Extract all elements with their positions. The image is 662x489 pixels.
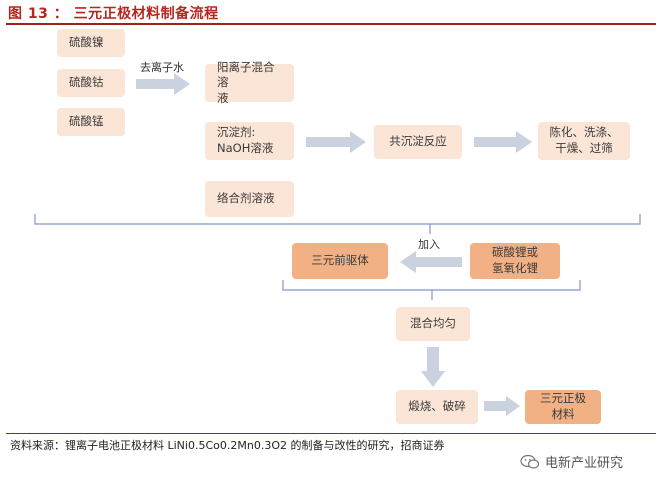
watermark: 电新产业研究 [520,452,623,471]
node-mixing: 混合均匀 [396,307,470,341]
node-precursor: 三元前驱体 [292,243,388,279]
edge-label-add: 加入 [418,238,440,251]
arrow-right-water-icon [136,73,190,95]
arrow-down-icon [421,347,445,387]
node-cationic-solution: 阳离子混合溶 液 [205,60,294,105]
node-complexing-agent: 络合剂溶液 [205,181,294,217]
top-rule [6,23,656,25]
node-aging-washing: 陈化、洗涤、 干燥、过筛 [538,122,630,160]
arrow-left-add-icon [400,251,462,273]
node-nickel-sulfate: 硫酸镍 [57,29,125,57]
arrow-right-coprecipitation-icon [306,131,366,153]
lower-bracket [282,280,581,291]
node-lithium-source: 碳酸锂或 氢氧化锂 [470,243,560,279]
upper-bracket [34,214,641,225]
arrow-right-cathode-icon [484,396,520,416]
wechat-icon [520,454,540,469]
bottom-rule [6,433,656,434]
node-coprecipitation: 共沉淀反应 [374,125,462,159]
node-calcining: 煅烧、破碎 [396,390,478,424]
edge-label-deionized-water: 去离子水 [140,61,184,74]
figure-title: 图 13 ： 三元正极材料制备流程 [8,6,219,22]
node-cobalt-sulfate: 硫酸钴 [57,69,125,97]
arrow-right-aging-icon [474,131,532,153]
node-cathode-material: 三元正极 材料 [525,390,601,424]
source-note: 资料来源：锂离子电池正极材料 LiNi0.5Co0.2Mn0.3O2 的制备与改… [10,439,445,452]
node-precipitant: 沉淀剂: NaOH溶液 [205,122,294,160]
node-manganese-sulfate: 硫酸锰 [57,108,125,136]
watermark-text: 电新产业研究 [545,456,624,471]
